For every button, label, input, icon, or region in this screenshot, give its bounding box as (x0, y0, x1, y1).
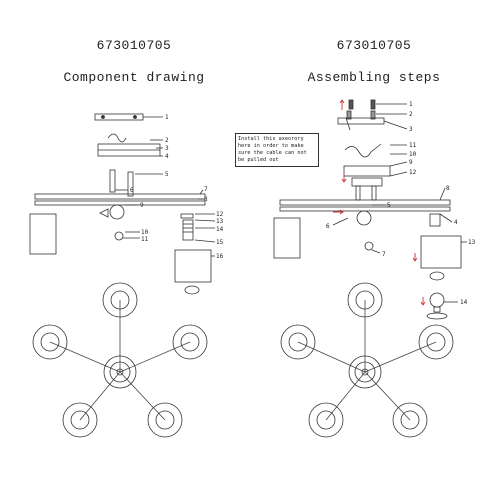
right-callout-1: 1 (409, 101, 413, 108)
right-callout-5: 5 (387, 202, 391, 209)
shade-left (29, 213, 57, 255)
left-callout-11: 11 (141, 236, 149, 243)
left-callout-5: 5 (165, 171, 169, 178)
left-callout-6: 6 (130, 187, 134, 194)
left-top-view (32, 282, 208, 438)
left-callout-14: 14 (216, 226, 224, 233)
right-top-shades (280, 282, 454, 438)
screw-small (99, 208, 109, 218)
socket-r (429, 213, 441, 227)
right-callout-7: 7 (382, 251, 386, 258)
left-model-number: 673010705 (96, 38, 172, 53)
right-top-hub (348, 355, 382, 389)
canopy-r (343, 165, 391, 177)
left-callout-1: 1 (165, 114, 169, 121)
hub-knob (114, 231, 124, 241)
shade-right-r (420, 235, 462, 269)
arm-bar-lower (34, 200, 206, 206)
left-callout-4: 4 (165, 153, 169, 160)
arm-bar-r (279, 199, 451, 206)
right-heading: Assembling steps (307, 70, 441, 85)
right-callout-3: 3 (409, 126, 413, 133)
shade-right (174, 249, 212, 283)
left-top-hub (103, 355, 137, 389)
right-callout-9: 9 (409, 159, 413, 166)
assembly-note: Install this axeorory here in order to m… (235, 133, 319, 167)
right-exploded-view: 1 2 3 11 10 9 12 8 5 4 6 7 13 14 (273, 99, 476, 320)
wires-r (344, 143, 382, 158)
arm-bar (34, 193, 206, 200)
left-top-shades (32, 282, 208, 438)
left-heading: Component drawing (63, 70, 205, 85)
right-callout-2: 2 (409, 111, 413, 118)
left-callout-13: 13 (216, 218, 224, 225)
left-callout-12: 12 (216, 211, 224, 218)
right-callout-12: 12 (409, 169, 417, 176)
left-callout-16: 16 (216, 253, 224, 260)
left-callout-8: 8 (204, 196, 208, 203)
left-callout-10: 10 (141, 229, 149, 236)
right-model-number: 673010705 (336, 38, 412, 53)
right-callout-6: 6 (326, 223, 330, 230)
left-callout-15: 15 (216, 239, 224, 246)
right-callout-11: 11 (409, 142, 417, 149)
assembly-arrows (333, 99, 426, 306)
shade-left-r (273, 217, 301, 259)
left-callout-7: 7 (204, 186, 208, 193)
socket-right (182, 219, 194, 241)
left-callout-3: 3 (165, 145, 169, 152)
bulb (429, 292, 445, 308)
right-callout-4: 4 (454, 219, 458, 226)
hub-r (356, 210, 372, 226)
rod-left (109, 169, 116, 193)
right-top-view (280, 282, 454, 438)
right-callout-13: 13 (468, 239, 476, 246)
right-callout-10: 10 (409, 151, 417, 158)
wires (107, 133, 127, 143)
ring-nut (184, 285, 200, 295)
right-callout-14: 14 (460, 299, 468, 306)
right-callout-8: 8 (446, 185, 450, 192)
left-exploded-view: 1 2 3 4 5 6 7 8 9 10 11 12 13 14 15 16 (29, 113, 224, 295)
left-callout-9: 9 (140, 202, 144, 209)
rod-right (127, 171, 134, 197)
left-callout-2: 2 (165, 137, 169, 144)
central-hub (109, 204, 125, 220)
mounting-plate-r (337, 117, 385, 125)
